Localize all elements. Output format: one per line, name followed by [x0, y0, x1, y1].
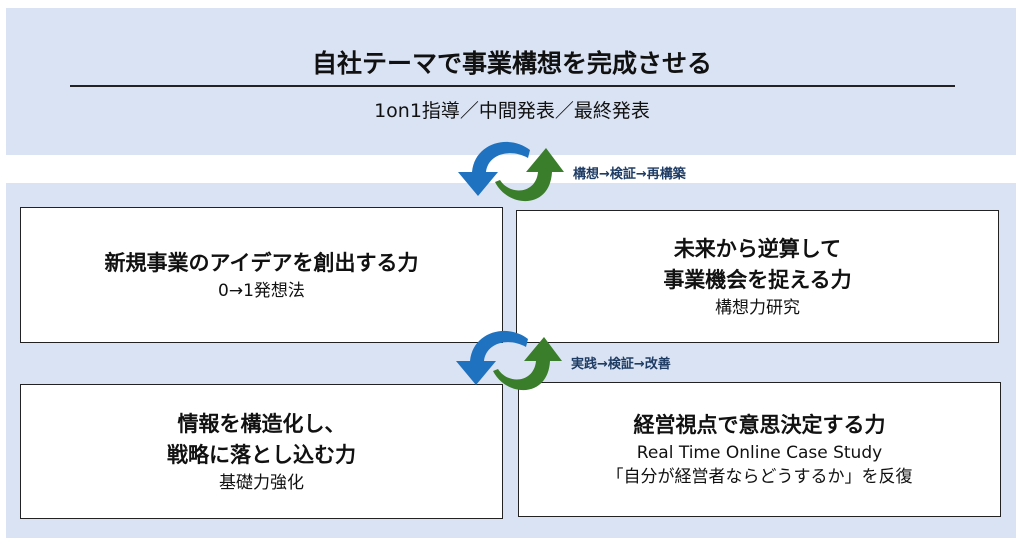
- skill-box-decision: 経営視点で意思決定する力 Real Time Online Case Study…: [518, 382, 1001, 517]
- top-panel: [6, 8, 1016, 155]
- box-sub: 基礎力強化: [219, 472, 304, 493]
- box-sub: Real Time Online Case Study: [636, 443, 883, 463]
- cycle-label-2: 実践→検証→改善: [571, 357, 671, 372]
- box-heading: 事業機会を捉える力: [663, 267, 852, 292]
- subtitle: 1on1指導／中間発表／最終発表: [374, 100, 650, 122]
- skill-box-structuring: 情報を構造化し、 戦略に落とし込む力 基礎力強化: [20, 384, 503, 519]
- box-heading: 未来から逆算して: [673, 236, 842, 261]
- box-sub: 0→1発想法: [218, 280, 305, 301]
- skill-box-ideation: 新規事業のアイデアを創出する力 0→1発想法: [20, 207, 503, 343]
- box-heading: 情報を構造化し、: [177, 411, 346, 436]
- skill-box-foresight: 未来から逆算して 事業機会を捉える力 構想力研究: [516, 210, 999, 343]
- cycle-arrows-icon: [458, 141, 564, 202]
- box-heading: 戦略に落とし込む力: [167, 442, 356, 467]
- main-title: 自社テーマで事業構想を完成させる: [311, 49, 712, 78]
- cycle-arrows-icon: [456, 330, 562, 391]
- cycle-label-1: 構想→検証→再構築: [573, 167, 686, 182]
- box-sub: 「自分が経営者ならどうするか」を反復: [606, 467, 913, 487]
- divider: [70, 85, 955, 87]
- box-heading: 新規事業のアイデアを創出する力: [104, 250, 419, 275]
- box-sub: 構想力研究: [715, 297, 800, 318]
- box-heading: 経営視点で意思決定する力: [633, 413, 886, 437]
